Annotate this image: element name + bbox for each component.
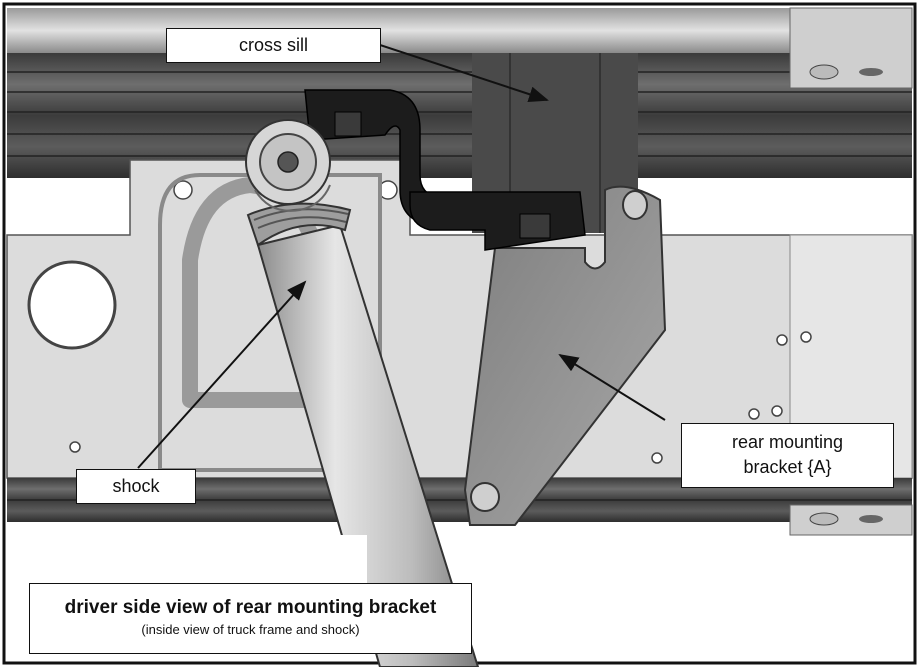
bolt-slot [859,515,883,523]
upper-clamp-nut [334,111,362,137]
shock-text: shock [112,476,160,496]
caption-title: driver side view of rear mounting bracke… [64,597,437,618]
frame-upper-rail [7,53,912,178]
shock-label: shock [76,469,196,504]
bolt-head [809,64,839,80]
caption-subtitle: (inside view of truck frame and shock) [141,622,360,637]
frame-end-block-bottom [789,504,913,536]
rear-bracket-text-line2: bracket {A} [743,457,832,477]
bolt-head [809,512,839,526]
caption: driver side view of rear mounting bracke… [29,583,472,654]
rear-bracket-label: rear mounting bracket {A} [681,423,894,488]
cross-sill-text: cross sill [238,35,308,55]
shock-eye-hole [277,151,299,173]
shock-eye-neck [254,184,331,212]
frame-end-block-top [789,7,913,89]
cross-sill-arrow [379,44,549,102]
lower-clamp-nut [519,213,551,239]
rail-grooves [7,71,912,157]
bracket-bolt [622,190,648,220]
frame-top-bar [7,8,912,53]
shock-body [256,223,480,667]
bracket-bolt [470,482,500,512]
frame-small-holes [69,180,812,464]
rear-bracket-arrow [558,353,666,421]
cross-sill-label: cross sill [166,28,381,63]
shock-arrow [137,280,307,469]
bolt-slot [859,68,883,76]
frame-hole [27,260,117,350]
rear-bracket-text-line1: rear mounting [731,432,844,452]
